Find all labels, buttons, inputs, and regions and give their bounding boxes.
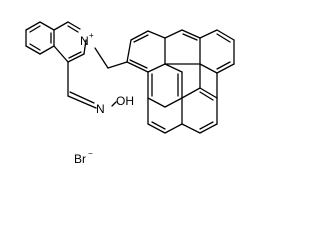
molecule-structure: N + N OH Br − xyxy=(25,21,235,166)
pyrene-ring-system xyxy=(126,29,235,134)
ring-nitrogen-label: N xyxy=(80,34,89,48)
isoquinoline-benzo-ring xyxy=(25,21,55,55)
bromide-charge: − xyxy=(88,149,93,158)
methylene-linker xyxy=(94,47,128,69)
bromide-label: Br xyxy=(74,152,86,166)
oxime-group xyxy=(67,61,117,109)
oxime-nitrogen-label: N xyxy=(96,102,105,116)
isoquinoline-pyridinium-ring xyxy=(53,21,87,63)
hydroxyl-label: OH xyxy=(116,94,134,108)
ring-nitrogen-charge: + xyxy=(89,31,94,40)
